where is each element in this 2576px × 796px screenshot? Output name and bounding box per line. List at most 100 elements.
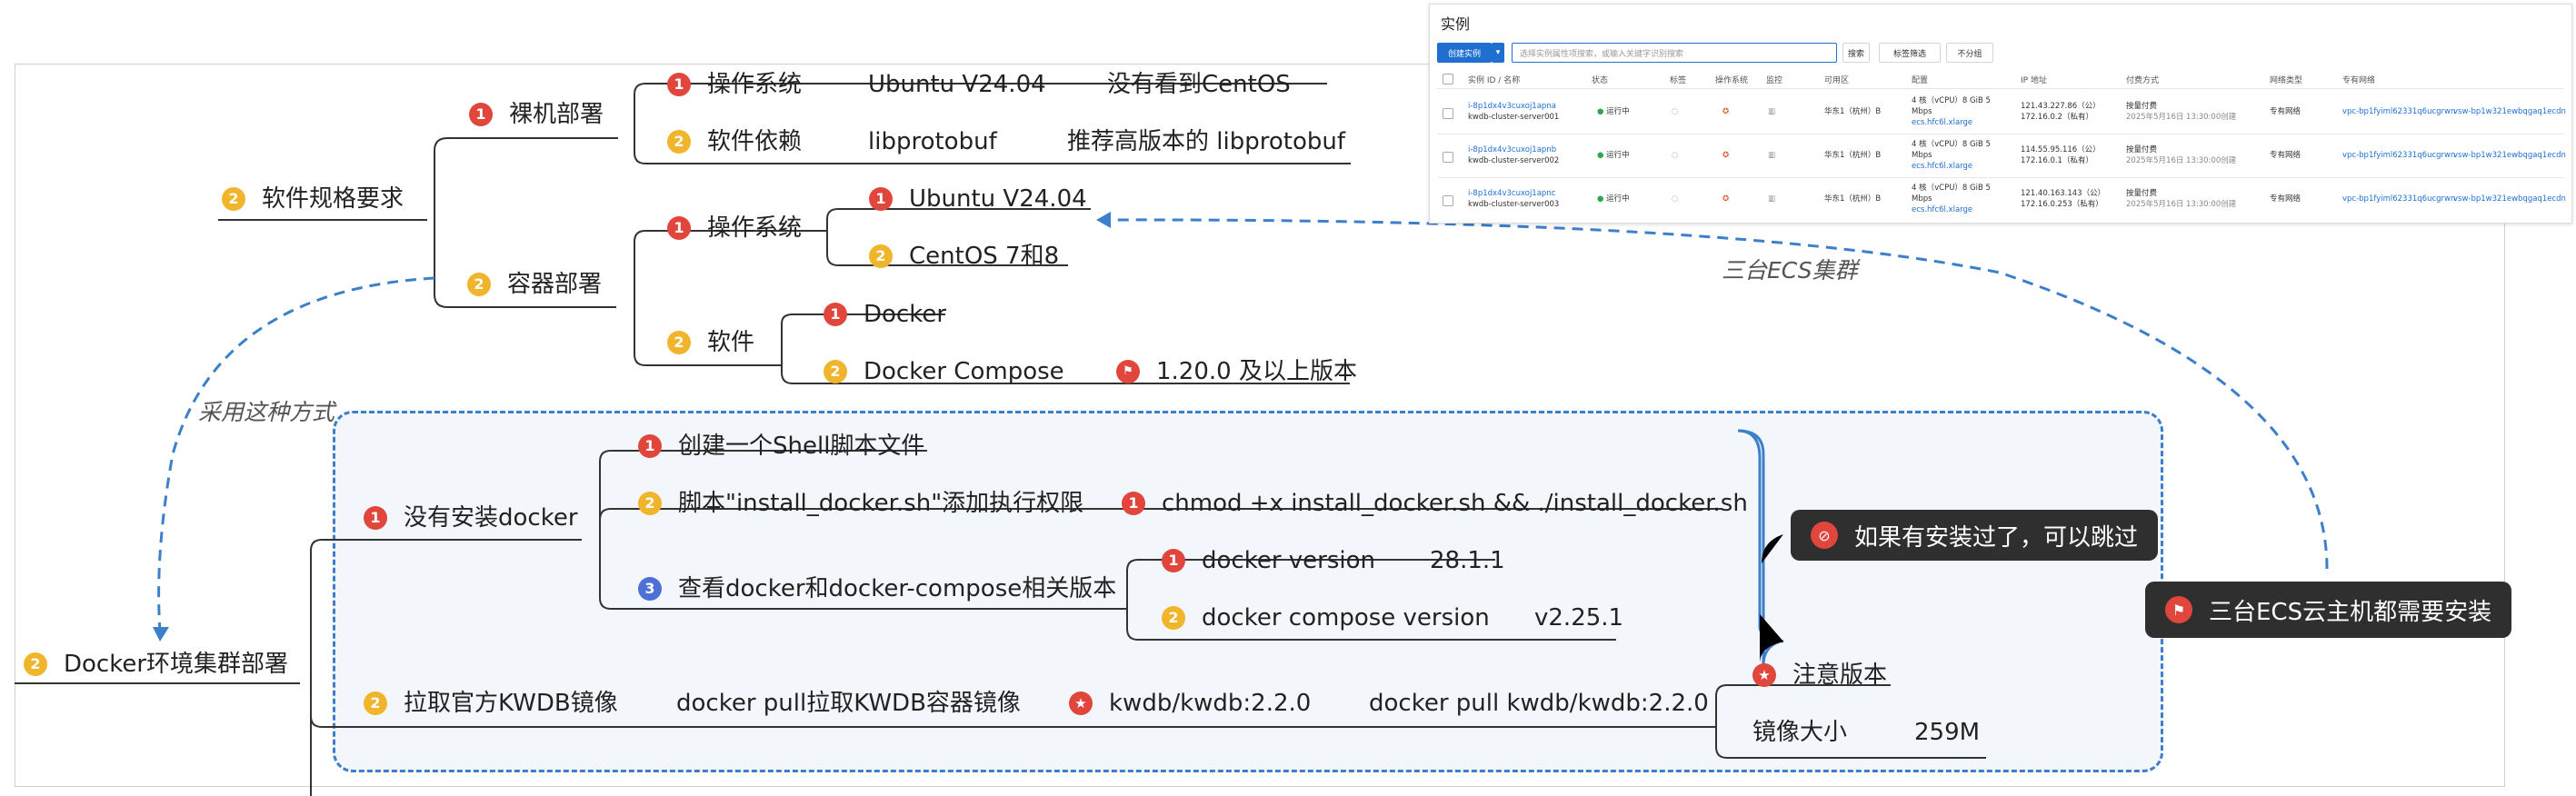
node-no-centos[interactable]: 没有看到CentOS [1107, 69, 1291, 100]
row-checkbox[interactable] [1443, 195, 1453, 206]
all-install-note[interactable]: ⚑ 三台ECS云主机都需要安装 [2145, 582, 2512, 638]
node-sw-dep[interactable]: 2 软件依赖 [667, 126, 802, 157]
header-tags[interactable]: 标签 [1670, 76, 1687, 85]
node-image-tag[interactable]: ★ kwdb/kwdb:2.2.0 [1069, 688, 1311, 719]
node-compose-version-val[interactable]: v2.25.1 [1534, 602, 1623, 633]
header-zone[interactable]: 可用区 [1824, 76, 1850, 85]
row-divider [1437, 177, 2564, 178]
header-config[interactable]: 配置 [1912, 76, 1929, 85]
status-label: 运行中 [1606, 151, 1630, 160]
instance-type-link[interactable]: ecs.hfc6l.xlarge [1912, 118, 1973, 127]
vpc-link[interactable]: vpc-bp1fyiml62331q6ucgrwn [2342, 194, 2456, 204]
node-chmod-cmd[interactable]: 1 chmod +x install_docker.sh && ./instal… [1122, 488, 1748, 519]
node-docker-version[interactable]: 1 docker version [1162, 545, 1375, 576]
vpc-link[interactable]: vpc-bp1fyiml62331q6ucgrwn [2342, 151, 2456, 160]
node-container-os[interactable]: 1 操作系统 [667, 213, 802, 244]
node-c-ubuntu[interactable]: 1 Ubuntu V24.04 [869, 184, 1087, 214]
vswitch-link[interactable]: vsw-bp1w321ewbqgaq1ecdn [2453, 194, 2566, 204]
node-label: 查看docker和docker-compose相关版本 [678, 575, 1117, 602]
monitor-icon[interactable]: ▥ [1768, 107, 1776, 116]
search-button[interactable]: 搜索 [1842, 43, 1870, 63]
node-label: docker version [1202, 547, 1376, 574]
node-note-version[interactable]: ★ 注意版本 [1752, 660, 1887, 691]
order-badge: 1 [869, 187, 893, 211]
create-instance-button[interactable]: 创建实例 [1437, 43, 1492, 63]
tag-icon[interactable]: ◌ [1672, 151, 1679, 160]
note-label: 如果有安装过了，可以跳过 [1854, 523, 2139, 552]
create-dropdown-icon[interactable]: ▾ [1492, 43, 1504, 63]
order-badge: 1 [364, 506, 387, 530]
header-network-type[interactable]: 网络类型 [2270, 76, 2303, 85]
node-container-deploy[interactable]: 2 容器部署 [467, 269, 602, 300]
instance-id-link[interactable]: i-8p1dx4v3cuxoj1apna [1468, 102, 1556, 111]
node-recommend-lib[interactable]: 推荐高版本的 libprotobuf [1067, 126, 1345, 157]
monitor-icon[interactable]: ▥ [1768, 151, 1776, 160]
node-c-centos[interactable]: 2 CentOS 7和8 [869, 241, 1059, 272]
row-checkbox[interactable] [1443, 152, 1453, 163]
node-docker[interactable]: 1 Docker [824, 299, 946, 330]
tag-icon[interactable]: ◌ [1672, 107, 1679, 116]
vpc-link[interactable]: vpc-bp1fyiml62331q6ucgrwn [2342, 107, 2456, 116]
node-add-exec[interactable]: 2 脚本"install_docker.sh"添加执行权限 [638, 488, 1083, 519]
node-label: 操作系统 [707, 71, 803, 98]
node-label: 没有安装docker [404, 504, 578, 532]
node-ubuntu[interactable]: Ubuntu V24.04 [868, 69, 1046, 100]
node-label: Docker Compose [864, 358, 1064, 385]
network-type: 专有网络 [2270, 107, 2301, 116]
header-status[interactable]: 状态 [1592, 76, 1609, 85]
instance-type-link[interactable]: ecs.hfc6l.xlarge [1912, 205, 1973, 214]
node-check-versions[interactable]: 3 查看docker和docker-compose相关版本 [638, 573, 1116, 604]
node-bare-metal[interactable]: 1 裸机部署 [469, 99, 604, 130]
node-label: docker pull kwdb/kwdb:2.2.0 [1369, 690, 1709, 717]
tag-icon[interactable]: ◌ [1672, 194, 1679, 204]
node-c-software[interactable]: 2 软件 [667, 327, 754, 358]
node-label: 软件依赖 [707, 128, 803, 155]
node-software-req[interactable]: 2 软件规格要求 [222, 184, 404, 214]
node-pull-image[interactable]: 2 拉取官方KWDB镜像 [364, 688, 618, 719]
order-badge: 2 [222, 187, 245, 211]
header-billing[interactable]: 付费方式 [2126, 76, 2160, 85]
instance-id-link[interactable]: i-8p1dx4v3cuxoj1apnb [1468, 145, 1557, 154]
node-image-size[interactable]: 259M [1914, 717, 1980, 748]
network-type: 专有网络 [2270, 194, 2301, 204]
skip-note[interactable]: ⊘ 如果有安装过了，可以跳过 [1791, 510, 2159, 561]
vswitch-link[interactable]: vsw-bp1w321ewbqgaq1ecdn [2453, 107, 2566, 116]
star-icon: ★ [1752, 663, 1776, 687]
node-libprotobuf[interactable]: libprotobuf [868, 126, 997, 157]
os-icon: ✪ [1722, 194, 1730, 204]
node-pull-desc[interactable]: docker pull拉取KWDB容器镜像 [676, 688, 1021, 719]
node-docker-compose[interactable]: 2 Docker Compose [824, 356, 1064, 387]
instance-id-link[interactable]: i-8p1dx4v3cuxoj1apnc [1468, 189, 1556, 198]
node-docker-cluster[interactable]: 2 Docker环境集群部署 [24, 649, 288, 680]
row-checkbox[interactable] [1443, 108, 1453, 119]
node-compose-version-cmd[interactable]: 2 docker compose version [1162, 602, 1490, 633]
tag-filter-dropdown[interactable]: 标签筛选 [1879, 43, 1941, 63]
vswitch-link[interactable]: vsw-bp1w321ewbqgaq1ecdn [2453, 151, 2566, 160]
select-all-checkbox[interactable] [1443, 74, 1453, 85]
node-label: libprotobuf [868, 128, 997, 155]
node-docker-version-val[interactable]: 28.1.1 [1430, 545, 1505, 576]
header-instance-id[interactable]: 实例 ID / 名称 [1468, 76, 1521, 85]
search-input[interactable]: 选择实例属性项搜索，或输入关键字识别搜索 [1512, 43, 1837, 63]
order-badge: 2 [638, 492, 662, 515]
node-label: kwdb/kwdb:2.2.0 [1109, 690, 1312, 717]
node-label: docker compose version [1202, 604, 1490, 632]
monitor-icon[interactable]: ▥ [1768, 194, 1776, 204]
order-badge: 1 [638, 434, 662, 458]
group-dropdown[interactable]: 不分组 [1946, 43, 1993, 63]
node-bare-os[interactable]: 1 操作系统 [667, 69, 802, 100]
node-pull-cmd[interactable]: docker pull kwdb/kwdb:2.2.0 [1369, 688, 1709, 719]
header-ip[interactable]: IP 地址 [2021, 76, 2047, 85]
node-image-size-label[interactable]: 镜像大小 [1752, 717, 1847, 748]
status-badge: ● 运行中 [1597, 151, 1630, 160]
arrow-head-left [1096, 212, 1111, 228]
instance-type-link[interactable]: ecs.hfc6l.xlarge [1912, 162, 1973, 171]
header-monitor[interactable]: 监控 [1766, 76, 1783, 85]
header-vpc[interactable]: 专有网络 [2342, 76, 2376, 85]
node-no-docker[interactable]: 1 没有安装docker [364, 502, 578, 533]
header-os[interactable]: 操作系统 [1715, 76, 1749, 85]
order-badge: 2 [364, 692, 387, 715]
node-compose-version[interactable]: ⚑ 1.20.0 及以上版本 [1116, 356, 1357, 387]
node-create-script[interactable]: 1 创建一个Shell脚本文件 [638, 431, 924, 462]
